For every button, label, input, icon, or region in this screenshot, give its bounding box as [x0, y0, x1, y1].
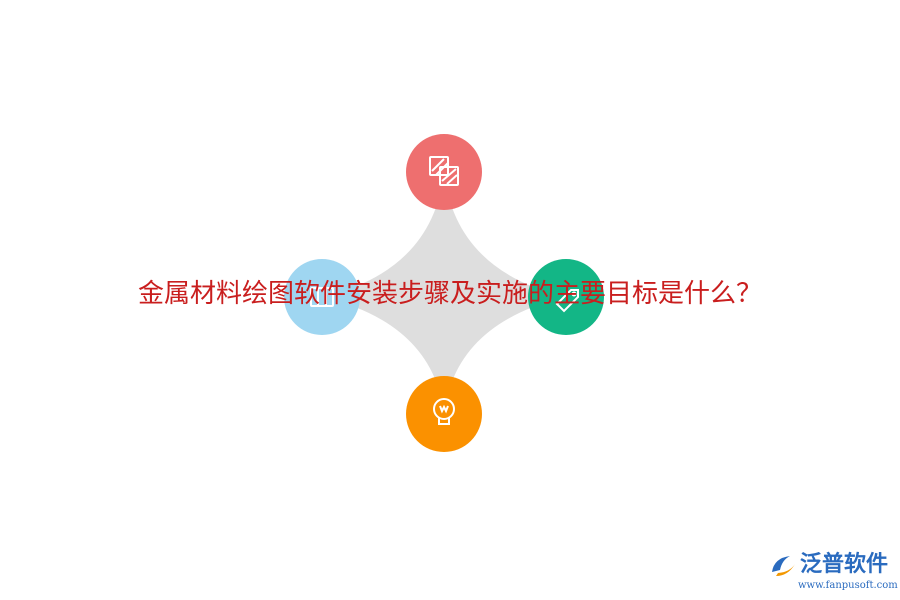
- node-left-circle: [284, 259, 360, 335]
- node-left: [284, 259, 360, 335]
- node-bottom: [406, 376, 482, 452]
- brand-name: 泛普软件: [800, 552, 889, 577]
- node-top: [406, 134, 482, 210]
- brand-url: www.fanpusoft.com: [798, 580, 898, 591]
- brand-logo-mark: [772, 556, 795, 576]
- page-title: 金属材料绘图软件安装步骤及实施的主要目标是什么？: [137, 279, 762, 309]
- node-top-circle: [406, 134, 482, 210]
- panel-icon: [310, 287, 334, 307]
- layers-stripe-icon: [429, 156, 459, 186]
- star-shape: [323, 172, 565, 414]
- lightbulb-icon: [433, 398, 455, 425]
- node-bottom-circle: [406, 376, 482, 452]
- brand-logo: 泛普软件 www.fanpusoft.com: [768, 548, 898, 596]
- node-right: [528, 259, 604, 335]
- node-right-circle: [528, 259, 604, 335]
- tag-icon: [555, 289, 579, 313]
